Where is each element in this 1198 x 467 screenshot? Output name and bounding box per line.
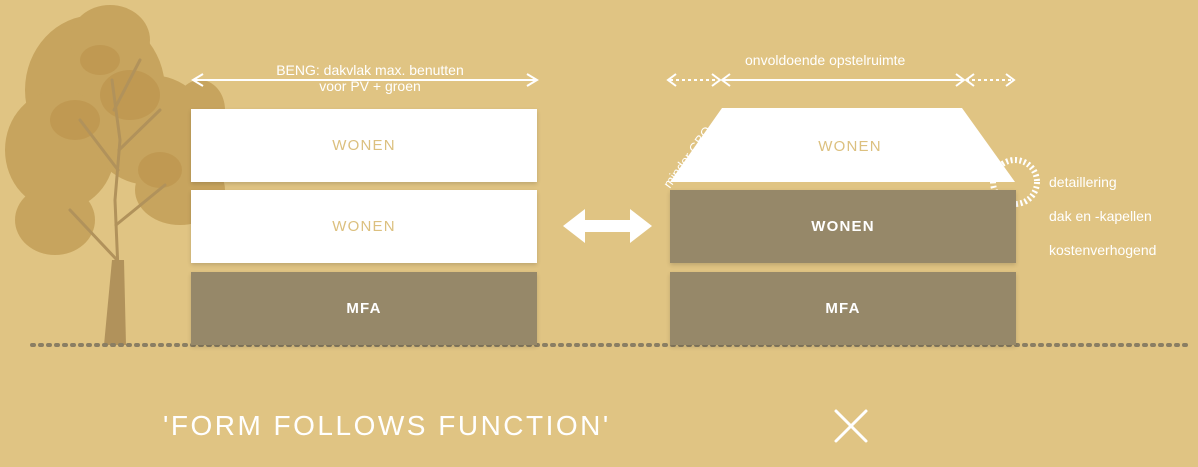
roof-label: WONEN [818,138,882,155]
motto: 'FORM FOLLOWS FUNCTION' [163,410,611,441]
left-floor-wonen-top: WONEN [191,109,537,182]
right-dimension-arrow [666,73,1016,87]
close-x-icon [834,409,868,443]
right-floor-wonen: WONEN [670,190,1016,263]
floor-label: WONEN [332,137,396,154]
side-annotation-line-1: detaillering [1049,174,1117,190]
right-floor-mfa: MFA [670,272,1016,345]
side-annotation-line-2: dak en -kapellen [1049,208,1152,224]
left-floor-wonen-middle: WONEN [191,190,537,263]
dashed-circle-icon [990,157,1040,207]
floor-label: WONEN [332,218,396,235]
tree-illustration [5,5,225,347]
roof-trapezoid [670,108,1015,182]
right-top-annotation: onvoldoende opstelruimte [745,52,906,68]
left-dimension-arrow [191,73,539,87]
double-arrow-icon [563,209,652,243]
left-floor-mfa: MFA [191,272,537,345]
floor-label: MFA [825,300,861,317]
left-annotation-line-1: BENG: dakvlak max. benutten [276,62,464,78]
left-annotation-line-2: voor PV + groen [319,78,421,94]
floor-label: WONEN [811,218,875,235]
floor-label: MFA [346,300,382,317]
side-annotation-line-3: kostenverhogend [1049,242,1157,258]
